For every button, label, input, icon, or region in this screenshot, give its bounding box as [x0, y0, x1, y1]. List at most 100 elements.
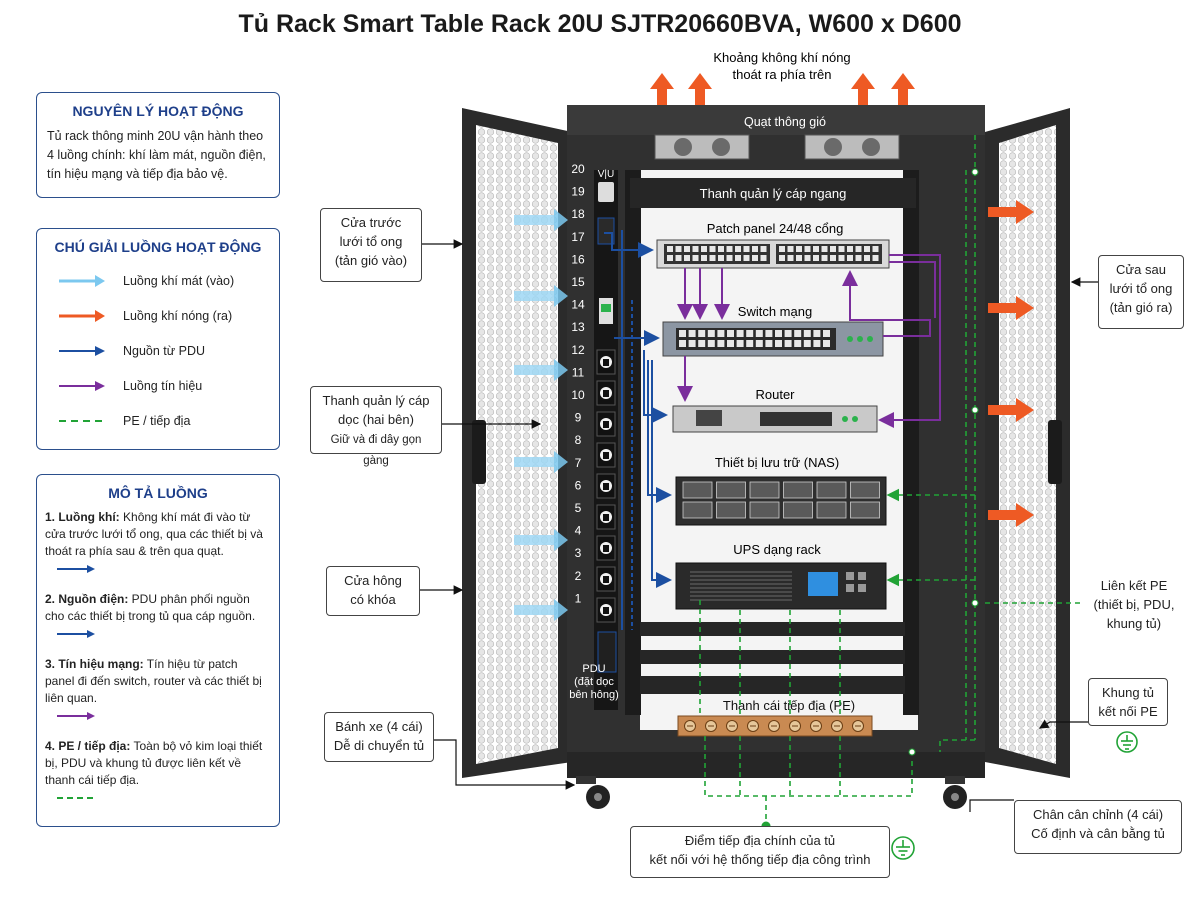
rack-unit-number: 7 [575, 456, 582, 470]
rack-unit-number: 1 [575, 591, 582, 605]
patch-port [864, 255, 870, 261]
switch-port [775, 330, 782, 337]
legend-heading: CHÚ GIẢI LUỒNG HOẠT ĐỘNG [54, 239, 262, 255]
horizontal-cable-manager [630, 178, 916, 208]
switch-port [688, 340, 696, 347]
patch-port [796, 255, 802, 261]
legend-label: Nguồn từ PDU [123, 343, 206, 358]
nas-drive-bay [783, 481, 813, 499]
switch-port [794, 340, 802, 347]
ups-label: UPS dạng rack [733, 542, 821, 557]
switch-port [765, 330, 773, 337]
cool-air-arrow-icon [514, 209, 568, 231]
principle-heading: NGUYÊN LÝ HOẠT ĐỘNG [72, 103, 244, 119]
patch-port [743, 246, 750, 252]
patch-panel [656, 239, 890, 269]
patch-port [675, 246, 682, 252]
rack-unit-number: 2 [575, 569, 582, 583]
rack-unit-number: 3 [575, 546, 582, 560]
switch-port [813, 340, 821, 347]
switch-port [688, 330, 696, 337]
flow-step-signal: 3. Tín hiệu mạng: Tín hiệu từ patch pane… [45, 657, 262, 705]
rack-unit-number: 12 [571, 343, 585, 357]
patch-port [813, 255, 819, 261]
power-arrow-icon [59, 345, 105, 356]
rack-unit-number: 18 [571, 207, 585, 221]
hot-air-arrow-icon [650, 73, 674, 107]
legend-item-signal: Luồng tín hiệu [37, 368, 279, 403]
patch-port [760, 246, 767, 252]
cool-air-arrow-icon [514, 529, 568, 551]
patch-port [847, 255, 853, 261]
rack-rail-right [903, 170, 919, 715]
legend-item-hot-air: Luồng khí nóng (ra) [37, 298, 279, 333]
legend-label: Luồng tín hiệu [123, 378, 203, 393]
nas-drive-bay [850, 501, 880, 519]
ground-symbol-icon [1116, 731, 1138, 753]
hot-air-arrow-icon [988, 296, 1034, 320]
rack-unit-number: 5 [575, 501, 582, 515]
nas-drive-bay [816, 501, 847, 519]
patch-port [718, 255, 724, 261]
switch-port [755, 330, 763, 337]
hot-air-note: thoát ra phía trên [732, 67, 831, 82]
hot-air-top-arrows [650, 73, 915, 107]
pdu-note: PDU [582, 663, 605, 675]
ups-display [808, 572, 838, 596]
rear-door[interactable] [985, 108, 1070, 778]
flow-step-power: 2. Nguồn điện: PDU phân phối nguồn cho c… [45, 592, 256, 623]
patch-port [701, 255, 707, 261]
rack-base [567, 752, 985, 778]
front-door[interactable] [462, 108, 572, 778]
rack-unit-number: 17 [571, 230, 585, 244]
switch-port [707, 330, 715, 337]
rack-unit-number: 19 [571, 185, 585, 199]
principle-panel: NGUYÊN LÝ HOẠT ĐỘNG Tủ rack thông minh 2… [36, 92, 280, 198]
switch-port [736, 330, 744, 337]
network-switch [662, 321, 884, 357]
cool-air-arrow-icon [514, 359, 568, 381]
rack-unit-number: 11 [572, 365, 585, 379]
patch-port [787, 255, 794, 261]
rack-unit-number: 10 [571, 388, 585, 402]
pdu-note: bên hông) [569, 689, 619, 701]
nas-drive-bay [749, 501, 780, 519]
leveling-feet-callout: Chân cân chỉnh (4 cái)Cố định và cân bằn… [1014, 800, 1182, 854]
cool-air-arrow-icon [59, 274, 105, 287]
switch-port [823, 340, 830, 347]
rack-unit-number: 13 [571, 320, 585, 334]
power-lines [604, 230, 672, 630]
pe-link-callout: Liên kết PE(thiết bị, PDU,khung tủ) [1084, 572, 1184, 636]
patch-port [779, 255, 785, 261]
flow-step-air: 1. Luồng khí: Không khí mát đi vào từ cử… [45, 510, 263, 558]
patch-port [804, 246, 811, 252]
door-handle [1048, 420, 1062, 484]
cable-manager-label: Thanh quản lý cáp ngang [700, 186, 847, 201]
patch-port [872, 246, 879, 252]
switch-port [794, 330, 802, 337]
switch-port [746, 340, 754, 347]
rack-unit-number: 9 [575, 411, 582, 425]
fan-label: Quạt thông gió [744, 115, 826, 129]
patch-port [701, 246, 707, 252]
switch-port [813, 330, 821, 337]
patch-port [709, 246, 716, 252]
patch-port [847, 246, 853, 252]
hot-air-arrow-icon [988, 398, 1034, 422]
switch-port [784, 330, 792, 337]
rack-unit-number: 14 [571, 298, 585, 312]
patch-port [667, 246, 673, 252]
router [672, 405, 878, 433]
patch-port [821, 246, 828, 252]
purple-arrow-icon [57, 712, 95, 720]
patch-port [684, 246, 690, 252]
patch-port [667, 255, 673, 261]
patch-port [752, 246, 758, 252]
hot-air-arrow-icon [988, 200, 1034, 224]
pdu-outlets [596, 349, 616, 623]
patch-port [726, 246, 733, 252]
signal-lines [677, 254, 941, 428]
patch-port [675, 255, 682, 261]
